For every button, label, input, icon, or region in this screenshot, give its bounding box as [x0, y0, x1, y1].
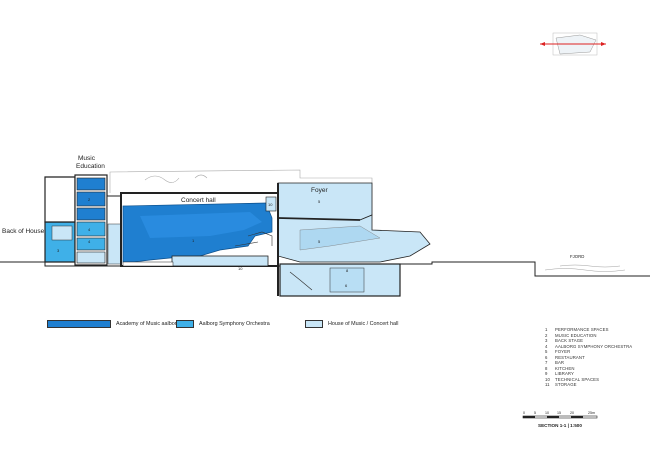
room-number: 10 [238, 266, 243, 271]
label-education: Education [76, 163, 105, 170]
room-number: 2 [88, 197, 91, 202]
section-title: SECTION 1-1 | 1:500 [538, 423, 582, 428]
scale-tick: 20 [570, 411, 574, 415]
foyer-volume [277, 182, 431, 296]
room-number: 3 [57, 248, 60, 253]
label-fjord: FJORD [570, 254, 584, 259]
legend-label: Aalborg Symphony Orchestra [199, 321, 270, 327]
legend-swatch [305, 320, 323, 328]
backstage-connector [106, 195, 124, 267]
legend-item: Aalborg Symphony Orchestra [176, 320, 270, 328]
room-number: 6 [345, 283, 348, 288]
room-number: 8 [346, 268, 349, 273]
room-number: 5 [318, 199, 321, 204]
scale-tick: 25m [588, 411, 595, 415]
label-music: Music [78, 155, 96, 162]
scale-tick: 0 [523, 411, 525, 415]
scale-tick: 5 [534, 411, 536, 415]
key-plan-thumbnail [540, 32, 606, 56]
music-education-tower [74, 174, 108, 266]
room-number: 5 [318, 239, 321, 244]
room-number: 10 [268, 202, 273, 207]
room-number: 4 [88, 227, 91, 232]
legend-item: Academy of Music aalborg [47, 320, 180, 328]
legend-swatch [176, 320, 194, 328]
label-concert-hall: Concert hall [181, 197, 216, 204]
room-number: 4 [88, 239, 91, 244]
legend-swatch [47, 320, 111, 328]
legend-label: Academy of Music aalborg [116, 321, 180, 327]
scale-bar: 0 5 10 15 20 25m SECTION 1-1 | 1:500 [522, 411, 598, 428]
label-back-of-house: Back of House [2, 228, 45, 235]
room-number: 1 [192, 238, 195, 243]
back-of-house-block [44, 176, 76, 263]
fjord-water [544, 264, 626, 272]
legend-label: House of Music / Concert hall [328, 321, 399, 327]
legend-item: House of Music / Concert hall [305, 320, 398, 328]
restaurant-volume [279, 263, 401, 297]
label-foyer: Foyer [311, 187, 328, 194]
scale-tick: 10 [545, 411, 549, 415]
scale-tick: 15 [557, 411, 561, 415]
